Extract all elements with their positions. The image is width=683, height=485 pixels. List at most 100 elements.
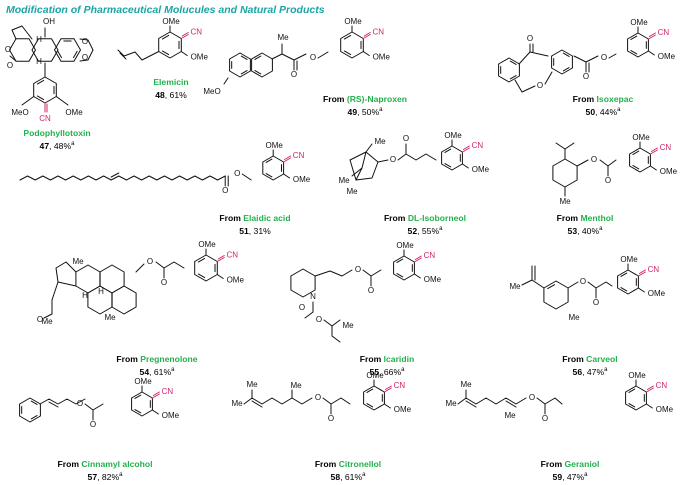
ome-label: OMe: [472, 165, 490, 174]
ome-bond: [223, 77, 229, 85]
nitrile-label: CN: [472, 141, 484, 150]
compound-name: (RS)-Naproxen: [346, 94, 408, 104]
nitrile-bond: [180, 34, 189, 39]
carbonyl-oxygen: O: [403, 134, 409, 143]
dioxole-oxygen: O: [82, 53, 88, 62]
nitrile-label: CN: [372, 28, 384, 37]
chain: [544, 397, 563, 405]
ome-label: OMe: [444, 131, 462, 140]
nitrile-bond: [362, 34, 371, 39]
compound-caption-47: Podophyllotoxin 47, 48%a: [2, 128, 112, 151]
naphthalene-ring: [251, 52, 273, 78]
podophyllotoxin-ring-b: [31, 38, 59, 62]
double-bond: [110, 172, 120, 178]
nitrile-label: CN: [226, 251, 238, 260]
double-bond: [36, 79, 45, 85]
ome-bond: [151, 409, 159, 415]
nitrile-label: CN: [190, 28, 202, 37]
nitrile-label: CN: [660, 143, 672, 152]
oxepine-bridge: [514, 79, 536, 93]
nitrile-label: CN: [656, 381, 668, 390]
chain: [92, 403, 104, 411]
oxepine-oxygen: O: [537, 81, 543, 90]
chain: [567, 281, 579, 289]
ketone-bridge: [518, 51, 549, 65]
double-bond: [161, 34, 170, 40]
h-label: H: [82, 291, 88, 300]
ome-label: OMe: [620, 255, 638, 264]
ome-label: OMe: [632, 133, 650, 142]
chain: [599, 159, 609, 177]
compound-caption-51: From Elaidic acid 51, 31%: [200, 213, 310, 236]
double-bond: [628, 388, 636, 393]
methyl-bond: [351, 167, 363, 177]
isopropenyl-chain: [531, 265, 545, 289]
aryl-ring: [262, 155, 285, 181]
nitrile-bond: [413, 257, 422, 263]
nitrile-bond: [646, 385, 654, 390]
aryl-ring: [194, 254, 218, 282]
double-bond: [197, 257, 206, 263]
trimethoxyphenyl-ring: [33, 76, 57, 104]
nitrile-label: CN: [39, 114, 51, 123]
ester-oxygen: O: [234, 169, 240, 178]
steroid-ring-d: [75, 264, 101, 294]
double-bond: [547, 284, 556, 290]
compound-name: Isoxepac: [596, 94, 634, 104]
ome-label: OMe: [344, 17, 362, 26]
compound-number: 58: [330, 471, 341, 482]
compound-prefix: From: [562, 354, 587, 364]
cyclohexane-ring: [552, 158, 578, 188]
acetyl-chain: [51, 281, 59, 315]
chain: [576, 159, 589, 167]
ome-label: OMe: [648, 289, 666, 298]
double-bond: [366, 403, 374, 408]
ome-label: OMe: [65, 108, 83, 117]
me-label: Me: [338, 176, 350, 185]
double-bond: [30, 400, 38, 405]
nitrile-label: CN: [293, 151, 305, 160]
ome-bond: [461, 163, 469, 169]
chain: [362, 269, 372, 287]
ome-label: OMe: [191, 53, 209, 62]
meo-label: MeO: [11, 108, 28, 117]
nitrile-bond: [283, 157, 292, 163]
double-bond: [630, 35, 638, 40]
compound-caption-50: From Isoxepac 50, 44%a: [548, 94, 658, 117]
nitrile-bond: [217, 255, 225, 260]
compound-number: 54: [139, 366, 150, 377]
ome-label: OMe: [424, 275, 442, 284]
compound-footnote: a: [439, 225, 443, 232]
lactone-oxygen: O: [5, 45, 11, 54]
ester-oxygen: O: [315, 393, 321, 402]
aryl-ring: [627, 32, 649, 58]
compound-name: Elaidic acid: [243, 213, 291, 223]
carbonyl-oxygen: O: [90, 420, 96, 429]
ester-oxygen: O: [591, 155, 597, 164]
ome-label: OMe: [266, 141, 284, 150]
compound-prefix: From: [322, 94, 347, 104]
double-bond: [562, 52, 570, 57]
double-bond: [444, 148, 452, 153]
double-bond: [343, 34, 352, 40]
aryl-ring: [625, 385, 647, 411]
compound-footnote: a: [379, 106, 383, 113]
double-bond: [630, 50, 638, 55]
compound-footnote: a: [584, 471, 588, 478]
me-label: Me: [374, 137, 386, 146]
compound-footnote: a: [401, 366, 405, 373]
chain: [135, 263, 145, 273]
chain: [370, 269, 382, 277]
ester-oxygen: O: [580, 277, 586, 286]
chain: [608, 53, 617, 59]
compound-yield: , 61%: [164, 89, 187, 100]
ome-label: OMe: [660, 167, 678, 176]
carbonyl-oxygen: O: [583, 72, 589, 81]
compound-name: Citronellol: [338, 459, 382, 469]
double-bond: [254, 55, 262, 60]
compound-footnote: a: [604, 366, 608, 373]
compound-caption-49: From (RS)-Naproxen 49, 50%a: [300, 94, 430, 117]
compound-number: 47: [39, 140, 50, 151]
carbonyl-oxygen: O: [368, 286, 374, 295]
ome-label: OMe: [366, 371, 384, 380]
